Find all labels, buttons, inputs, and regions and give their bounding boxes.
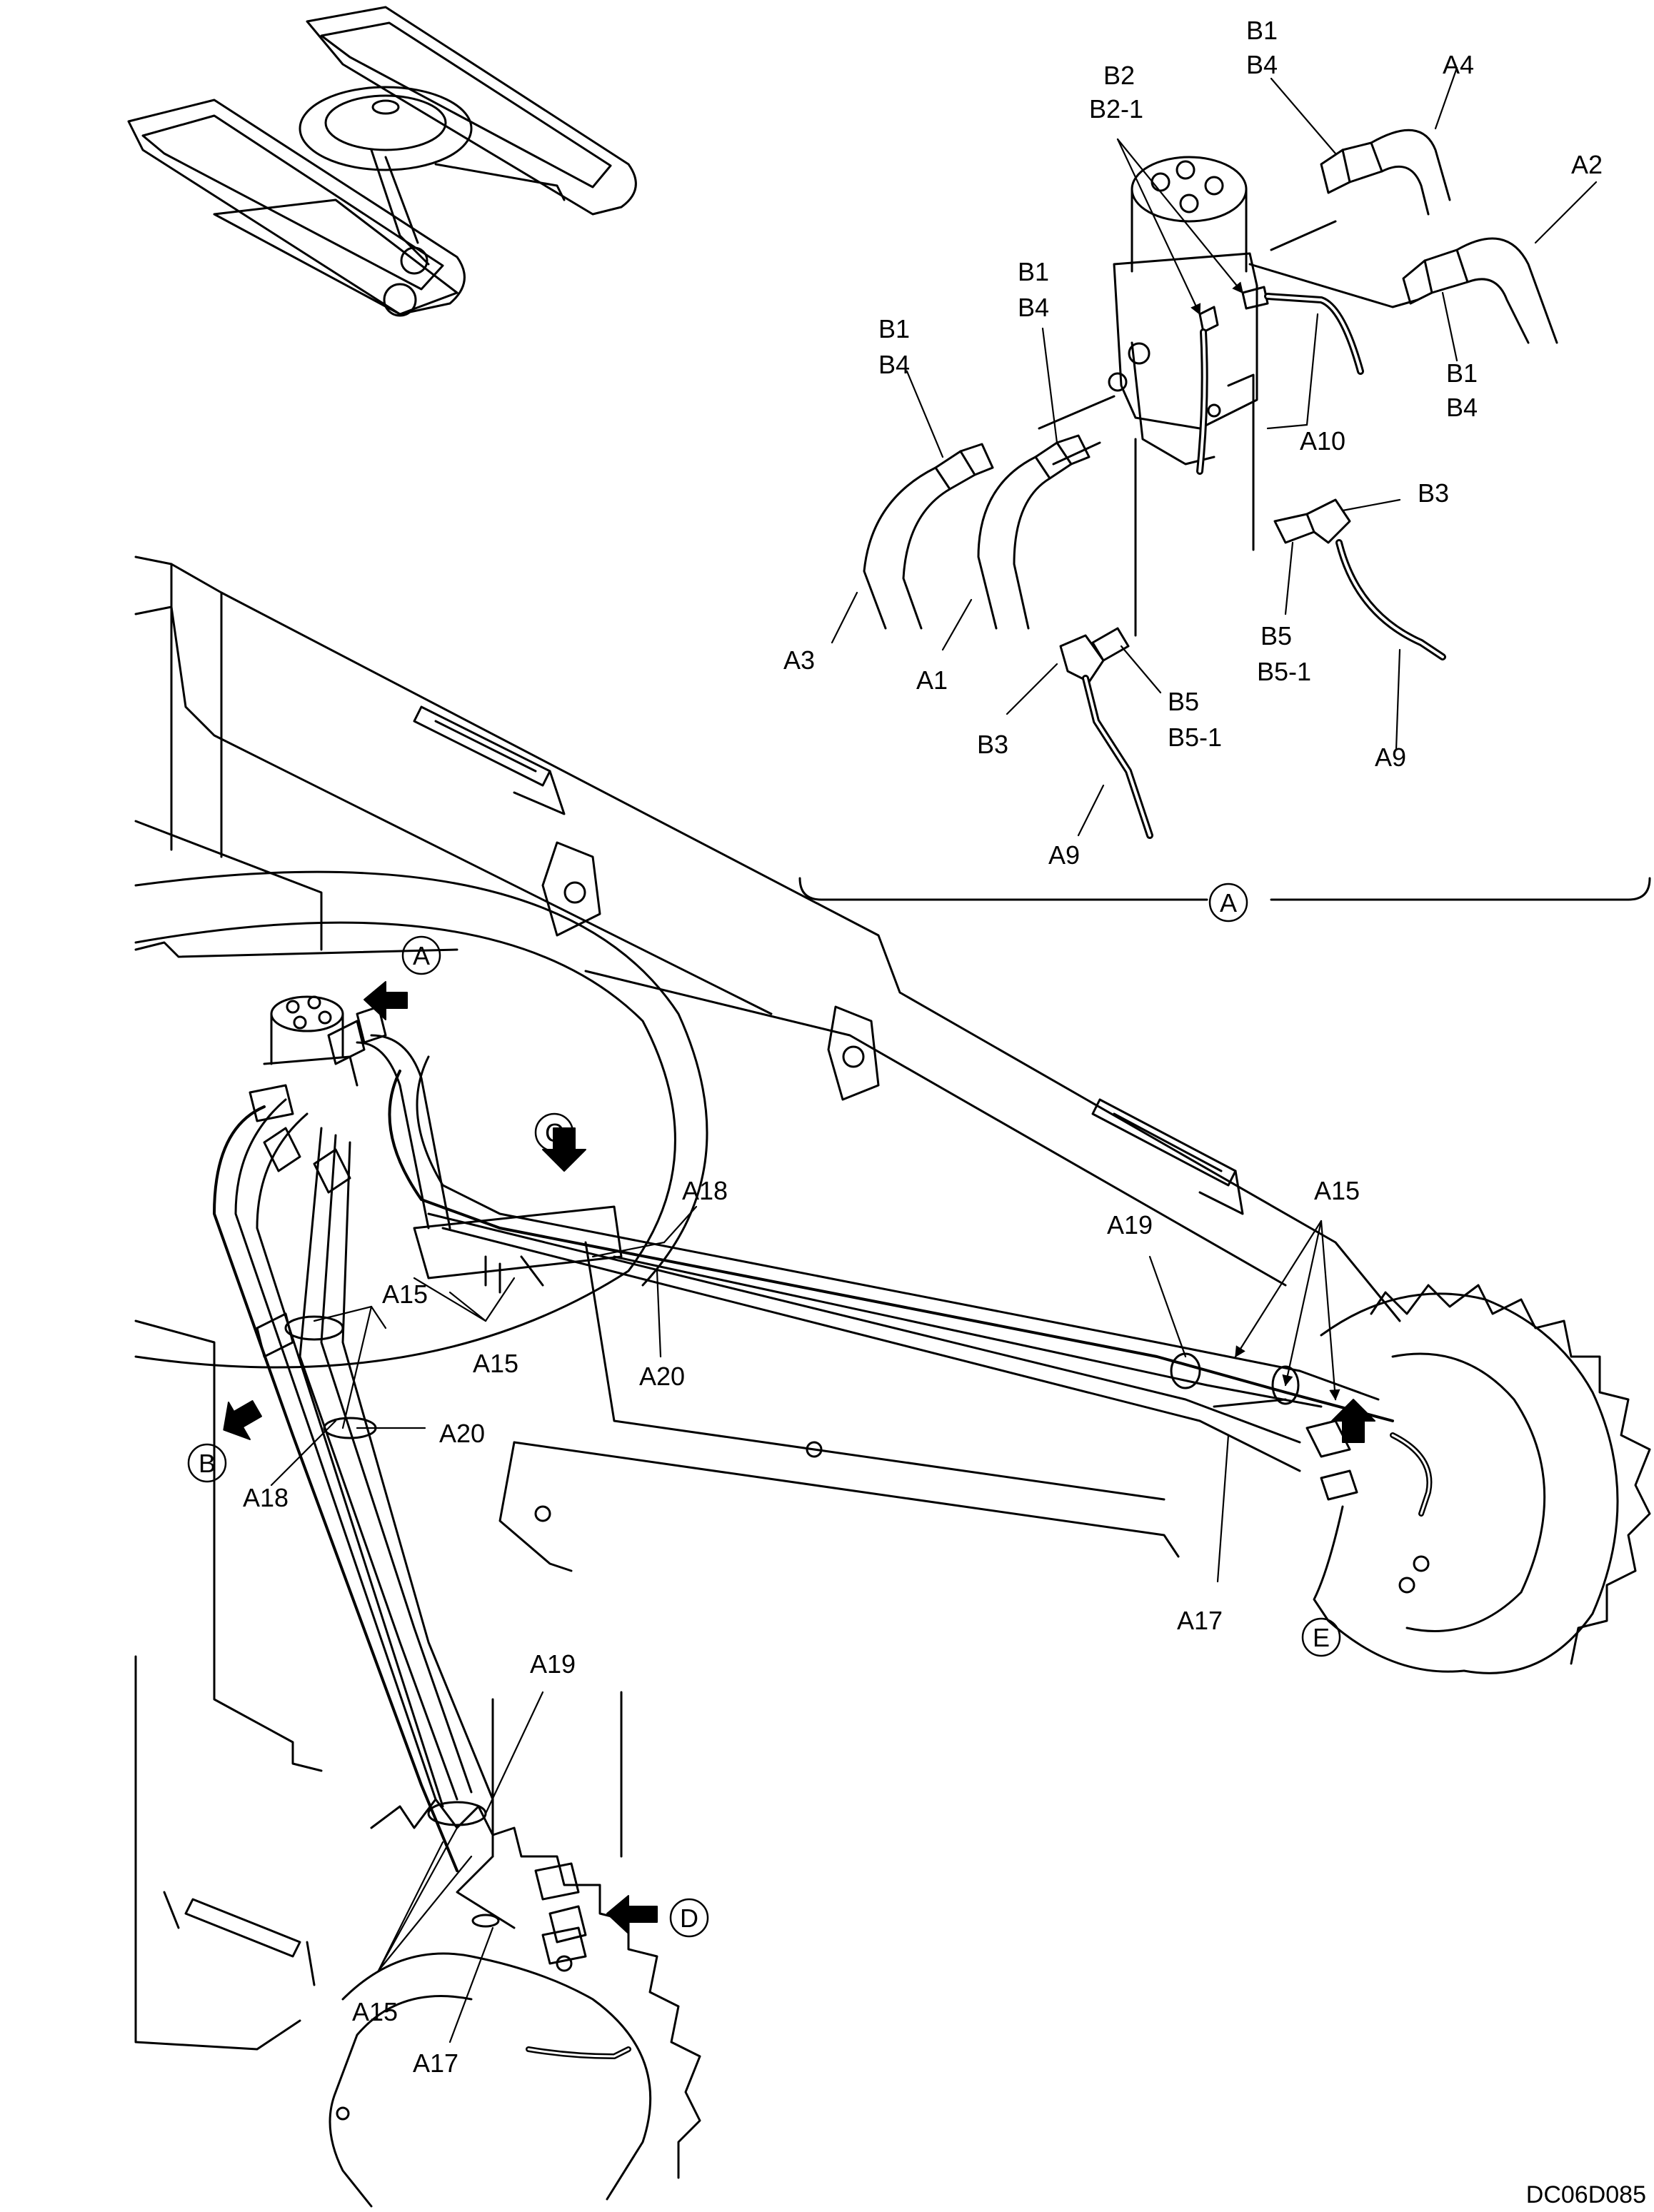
label-a10: A10: [1300, 426, 1345, 456]
label-b2-1: B2-1: [1089, 94, 1143, 124]
label-a4: A4: [1443, 50, 1474, 79]
drawing-code: DC06D085: [1526, 2181, 1646, 2208]
label-a18-top: A18: [682, 1176, 728, 1205]
label-a15-bottom: A15: [352, 1997, 398, 2026]
leader-lines: [270, 66, 1598, 2043]
label-a20-top: A20: [639, 1362, 685, 1391]
label-b1-mid: B1: [1018, 257, 1049, 286]
view-marker-d: D: [680, 1904, 698, 1933]
view-arrows: [223, 981, 1375, 1934]
label-b4-right: B4: [1446, 393, 1478, 422]
label-b1-top: B1: [1246, 16, 1278, 45]
detail-a-swivel-joint: [798, 129, 1651, 901]
label-b5-left: B5: [1168, 687, 1199, 716]
view-marker-b: B: [199, 1449, 216, 1478]
main-undercarriage-view: [134, 555, 1651, 2208]
label-b1-left: B1: [878, 314, 910, 343]
label-a9-left: A9: [1048, 840, 1080, 870]
label-b5-1-right: B5-1: [1257, 657, 1311, 686]
view-marker-c: C: [545, 1118, 563, 1147]
label-b3-right: B3: [1418, 478, 1449, 508]
label-a17-right: A17: [1177, 1606, 1223, 1635]
label-b4-left: B4: [878, 350, 910, 379]
label-a2: A2: [1571, 150, 1603, 179]
label-a15-mid: A15: [473, 1349, 518, 1378]
label-a3: A3: [783, 645, 815, 675]
label-b2: B2: [1103, 61, 1135, 90]
label-b4-mid: B4: [1018, 293, 1049, 322]
machine-thumbnail: [127, 6, 637, 317]
view-marker-circles: [187, 883, 1341, 1938]
label-a20-left: A20: [439, 1419, 485, 1448]
label-a15-top-cluster: A15: [382, 1280, 428, 1309]
label-b5-right: B5: [1260, 621, 1292, 650]
label-a19-bottom: A19: [530, 1649, 576, 1679]
label-a19-right: A19: [1107, 1210, 1153, 1240]
label-a15-right: A15: [1314, 1176, 1360, 1205]
label-a1: A1: [916, 665, 948, 695]
label-b5-1-left: B5-1: [1168, 723, 1222, 752]
label-b1-right: B1: [1446, 358, 1478, 388]
view-marker-e: E: [1313, 1623, 1330, 1652]
detail-marker-a: A: [1220, 888, 1237, 918]
label-a9-right: A9: [1375, 743, 1406, 772]
label-a17-bottom: A17: [413, 2048, 458, 2078]
view-marker-a: A: [413, 941, 430, 970]
label-b4-top: B4: [1246, 50, 1278, 79]
label-a18-left: A18: [243, 1483, 289, 1512]
label-layer: A C B D E A B2 B2-1 B1 B4 A4 A2 B1 B4 B1…: [199, 16, 1646, 2208]
label-b3-left: B3: [977, 730, 1008, 759]
